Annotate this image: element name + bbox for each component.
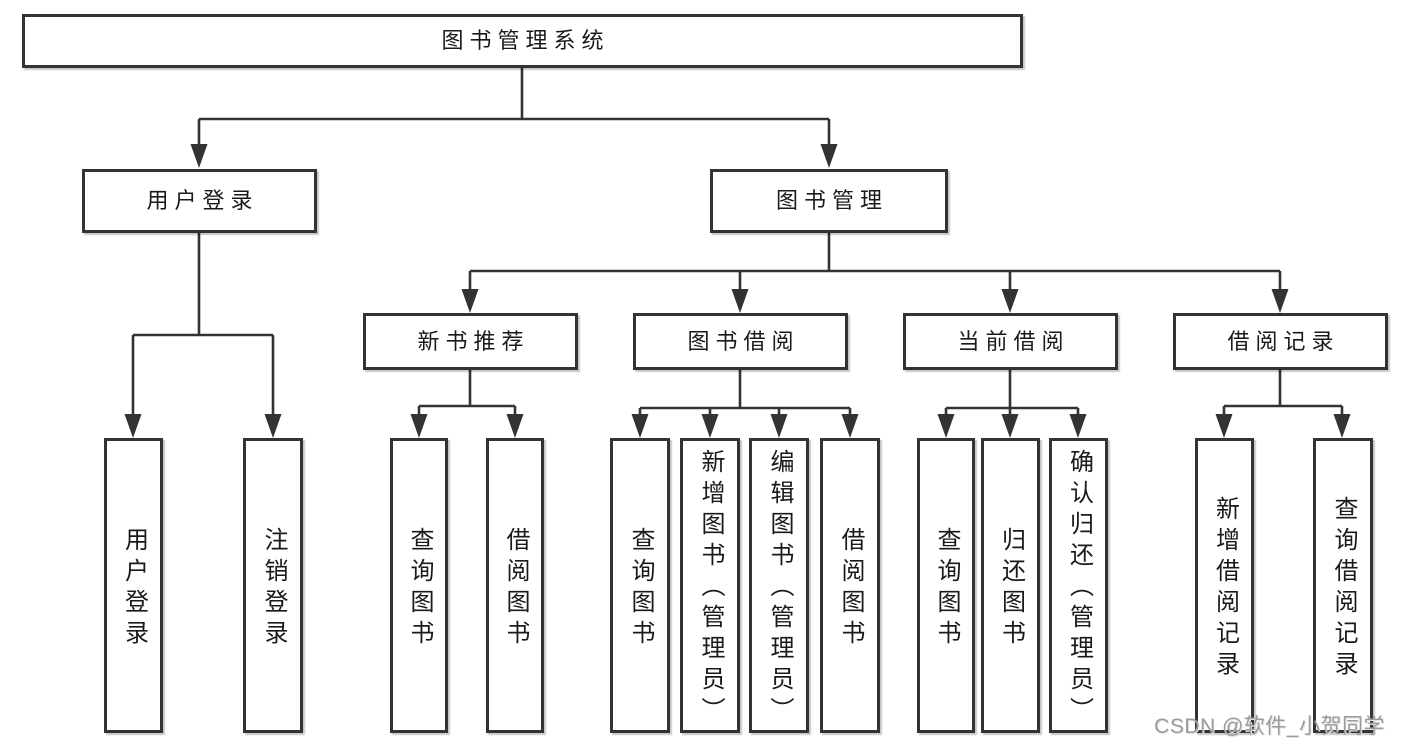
node-user-login-label: 用户登录 [146, 188, 259, 213]
leaf-confirm-return-admin-label: 确认归还（管理员） [1065, 449, 1093, 728]
leaf-user-login: 用户登录 [104, 438, 163, 733]
node-borrow-records-label: 借阅记录 [1227, 328, 1340, 354]
node-book-borrow: 图书借阅 [633, 313, 848, 370]
leaf-query-borrow-record-label: 查询借阅记录 [1330, 495, 1357, 682]
leaf-add-book-admin-label: 新增图书（管理员） [697, 449, 724, 728]
leaf-query-books-recommend-label: 查询图书 [406, 526, 433, 651]
node-new-book-recommend-label: 新书推荐 [417, 328, 530, 354]
leaf-query-books-borrow: 查询图书 [610, 438, 670, 733]
leaf-query-books-borrow-label: 查询图书 [627, 526, 654, 651]
leaf-confirm-return-admin: 确认归还（管理员） [1049, 438, 1108, 733]
leaf-query-books-current-label: 查询图书 [933, 526, 960, 651]
csdn-watermark: CSDN @软件_小贺同学 [1154, 715, 1385, 738]
leaf-logout-label: 注销登录 [260, 526, 287, 651]
leaf-query-books-recommend: 查询图书 [390, 438, 448, 733]
leaf-borrow-books-label: 借阅图书 [837, 526, 864, 651]
leaf-user-login-label: 用户登录 [120, 526, 148, 651]
leaf-add-borrow-record: 新增借阅记录 [1195, 438, 1254, 733]
leaf-return-book: 归还图书 [981, 438, 1040, 733]
node-new-book-recommend: 新书推荐 [363, 313, 578, 370]
leaf-borrow-books: 借阅图书 [820, 438, 880, 733]
node-root: 图书管理系统 [22, 14, 1023, 68]
leaf-add-book-admin: 新增图书（管理员） [680, 438, 740, 733]
node-root-label: 图书管理系统 [441, 28, 610, 53]
leaf-logout: 注销登录 [243, 438, 303, 733]
leaf-edit-book-admin: 编辑图书（管理员） [749, 438, 809, 733]
leaf-edit-book-admin-label: 编辑图书（管理员） [766, 449, 793, 728]
leaf-add-borrow-record-label: 新增借阅记录 [1211, 495, 1239, 682]
leaf-query-books-current: 查询图书 [917, 438, 975, 733]
node-current-borrow-label: 当前借阅 [957, 328, 1070, 354]
node-user-login: 用户登录 [82, 169, 317, 233]
node-book-management-label: 图书管理 [775, 188, 888, 213]
leaf-query-borrow-record: 查询借阅记录 [1313, 438, 1373, 733]
leaf-borrow-books-recommend: 借阅图书 [486, 438, 544, 733]
node-current-borrow: 当前借阅 [903, 313, 1118, 370]
node-book-borrow-label: 图书借阅 [687, 328, 800, 354]
node-book-management: 图书管理 [710, 169, 948, 233]
node-borrow-records: 借阅记录 [1173, 313, 1388, 370]
leaf-borrow-books-recommend-label: 借阅图书 [502, 526, 529, 651]
leaf-return-book-label: 归还图书 [997, 526, 1025, 651]
